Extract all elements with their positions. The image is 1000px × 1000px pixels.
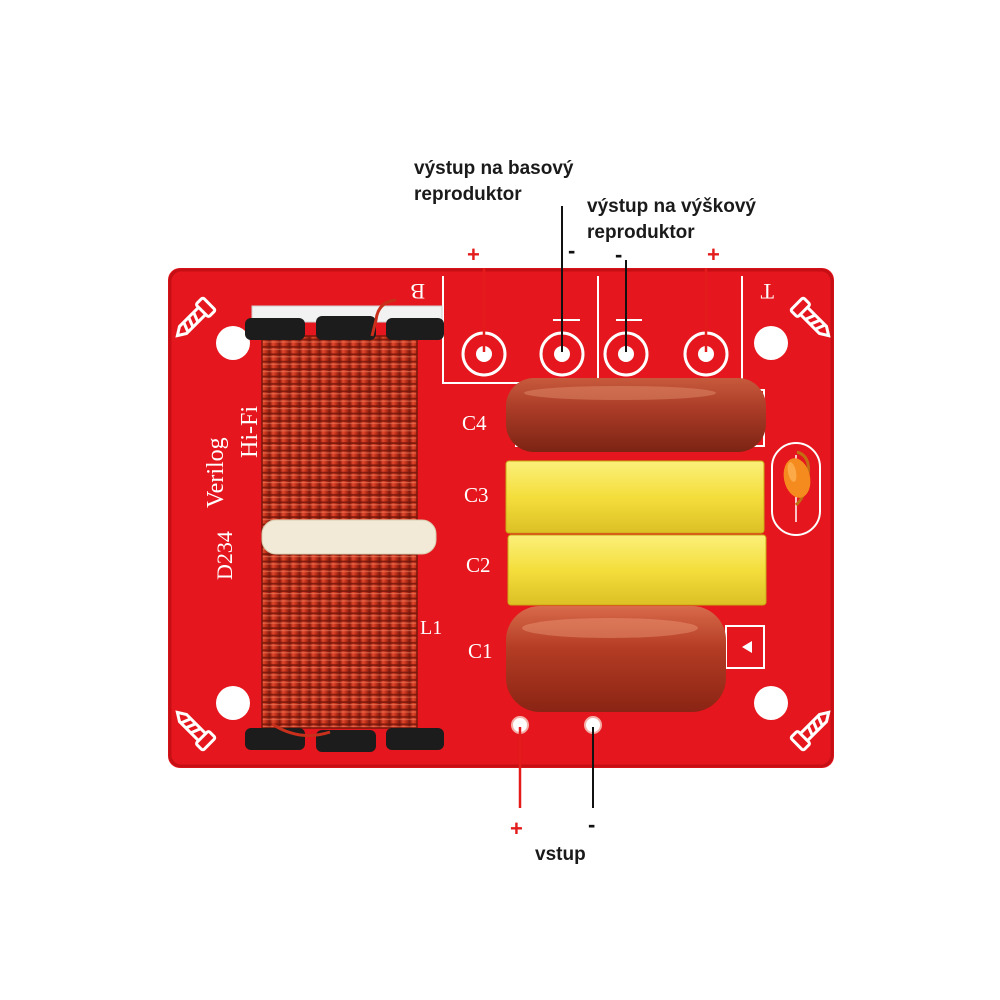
bass-output-label-line-2: reproduktor <box>414 184 522 205</box>
inductor-coil <box>245 298 444 752</box>
fuse-component <box>771 442 821 536</box>
screw-icon <box>789 710 831 752</box>
capacitor-c1 <box>506 606 726 712</box>
series-silkscreen: Hi-Fi <box>237 406 263 458</box>
mounting-hole-bottom-right <box>754 686 788 720</box>
capacitor-label-c1: C1 <box>468 639 493 663</box>
input-label: vstup <box>535 844 586 865</box>
silkscreen-c1-arrow <box>742 641 752 653</box>
tweeter-minus-sign: - <box>615 242 623 267</box>
input-minus-sign: - <box>588 812 596 837</box>
capacitor-label-c4: C4 <box>462 411 487 435</box>
mounting-hole-top-right <box>754 326 788 360</box>
screw-icon <box>175 710 217 752</box>
bass-output-label-line-1: výstup na basový <box>414 158 574 179</box>
mounting-hole-top-left <box>216 326 250 360</box>
capacitor-c4 <box>506 378 766 452</box>
bass-minus-sign: - <box>568 238 576 263</box>
tweeter-mark-silkscreen: T <box>760 279 774 304</box>
capacitor-label-c2: C2 <box>466 553 491 577</box>
screw-icon <box>789 296 831 338</box>
pcb-board-edge <box>168 268 834 768</box>
tweeter-output-label-line-2: reproduktor <box>587 222 695 243</box>
tweeter-output-label-line-1: výstup na výškový <box>587 196 756 217</box>
capacitor-c2 <box>507 534 767 606</box>
input-plus-sign: + <box>510 816 523 841</box>
inductor-label: L1 <box>420 617 442 639</box>
screw-icon <box>175 296 217 338</box>
tweeter-output-label: výstup na výškový reproduktor <box>587 194 756 246</box>
tweeter-plus-sign: + <box>707 242 720 267</box>
bass-plus-sign: + <box>467 242 480 267</box>
capacitor-c3 <box>505 460 765 534</box>
model-silkscreen: D234 <box>212 531 237 580</box>
brand-silkscreen: Verilog <box>203 437 229 508</box>
capacitor-label-c3: C3 <box>464 483 489 507</box>
bass-output-label: výstup na basový reproduktor <box>414 156 573 208</box>
mounting-hole-bottom-left <box>216 686 250 720</box>
bass-mark-silkscreen: B <box>410 279 425 304</box>
